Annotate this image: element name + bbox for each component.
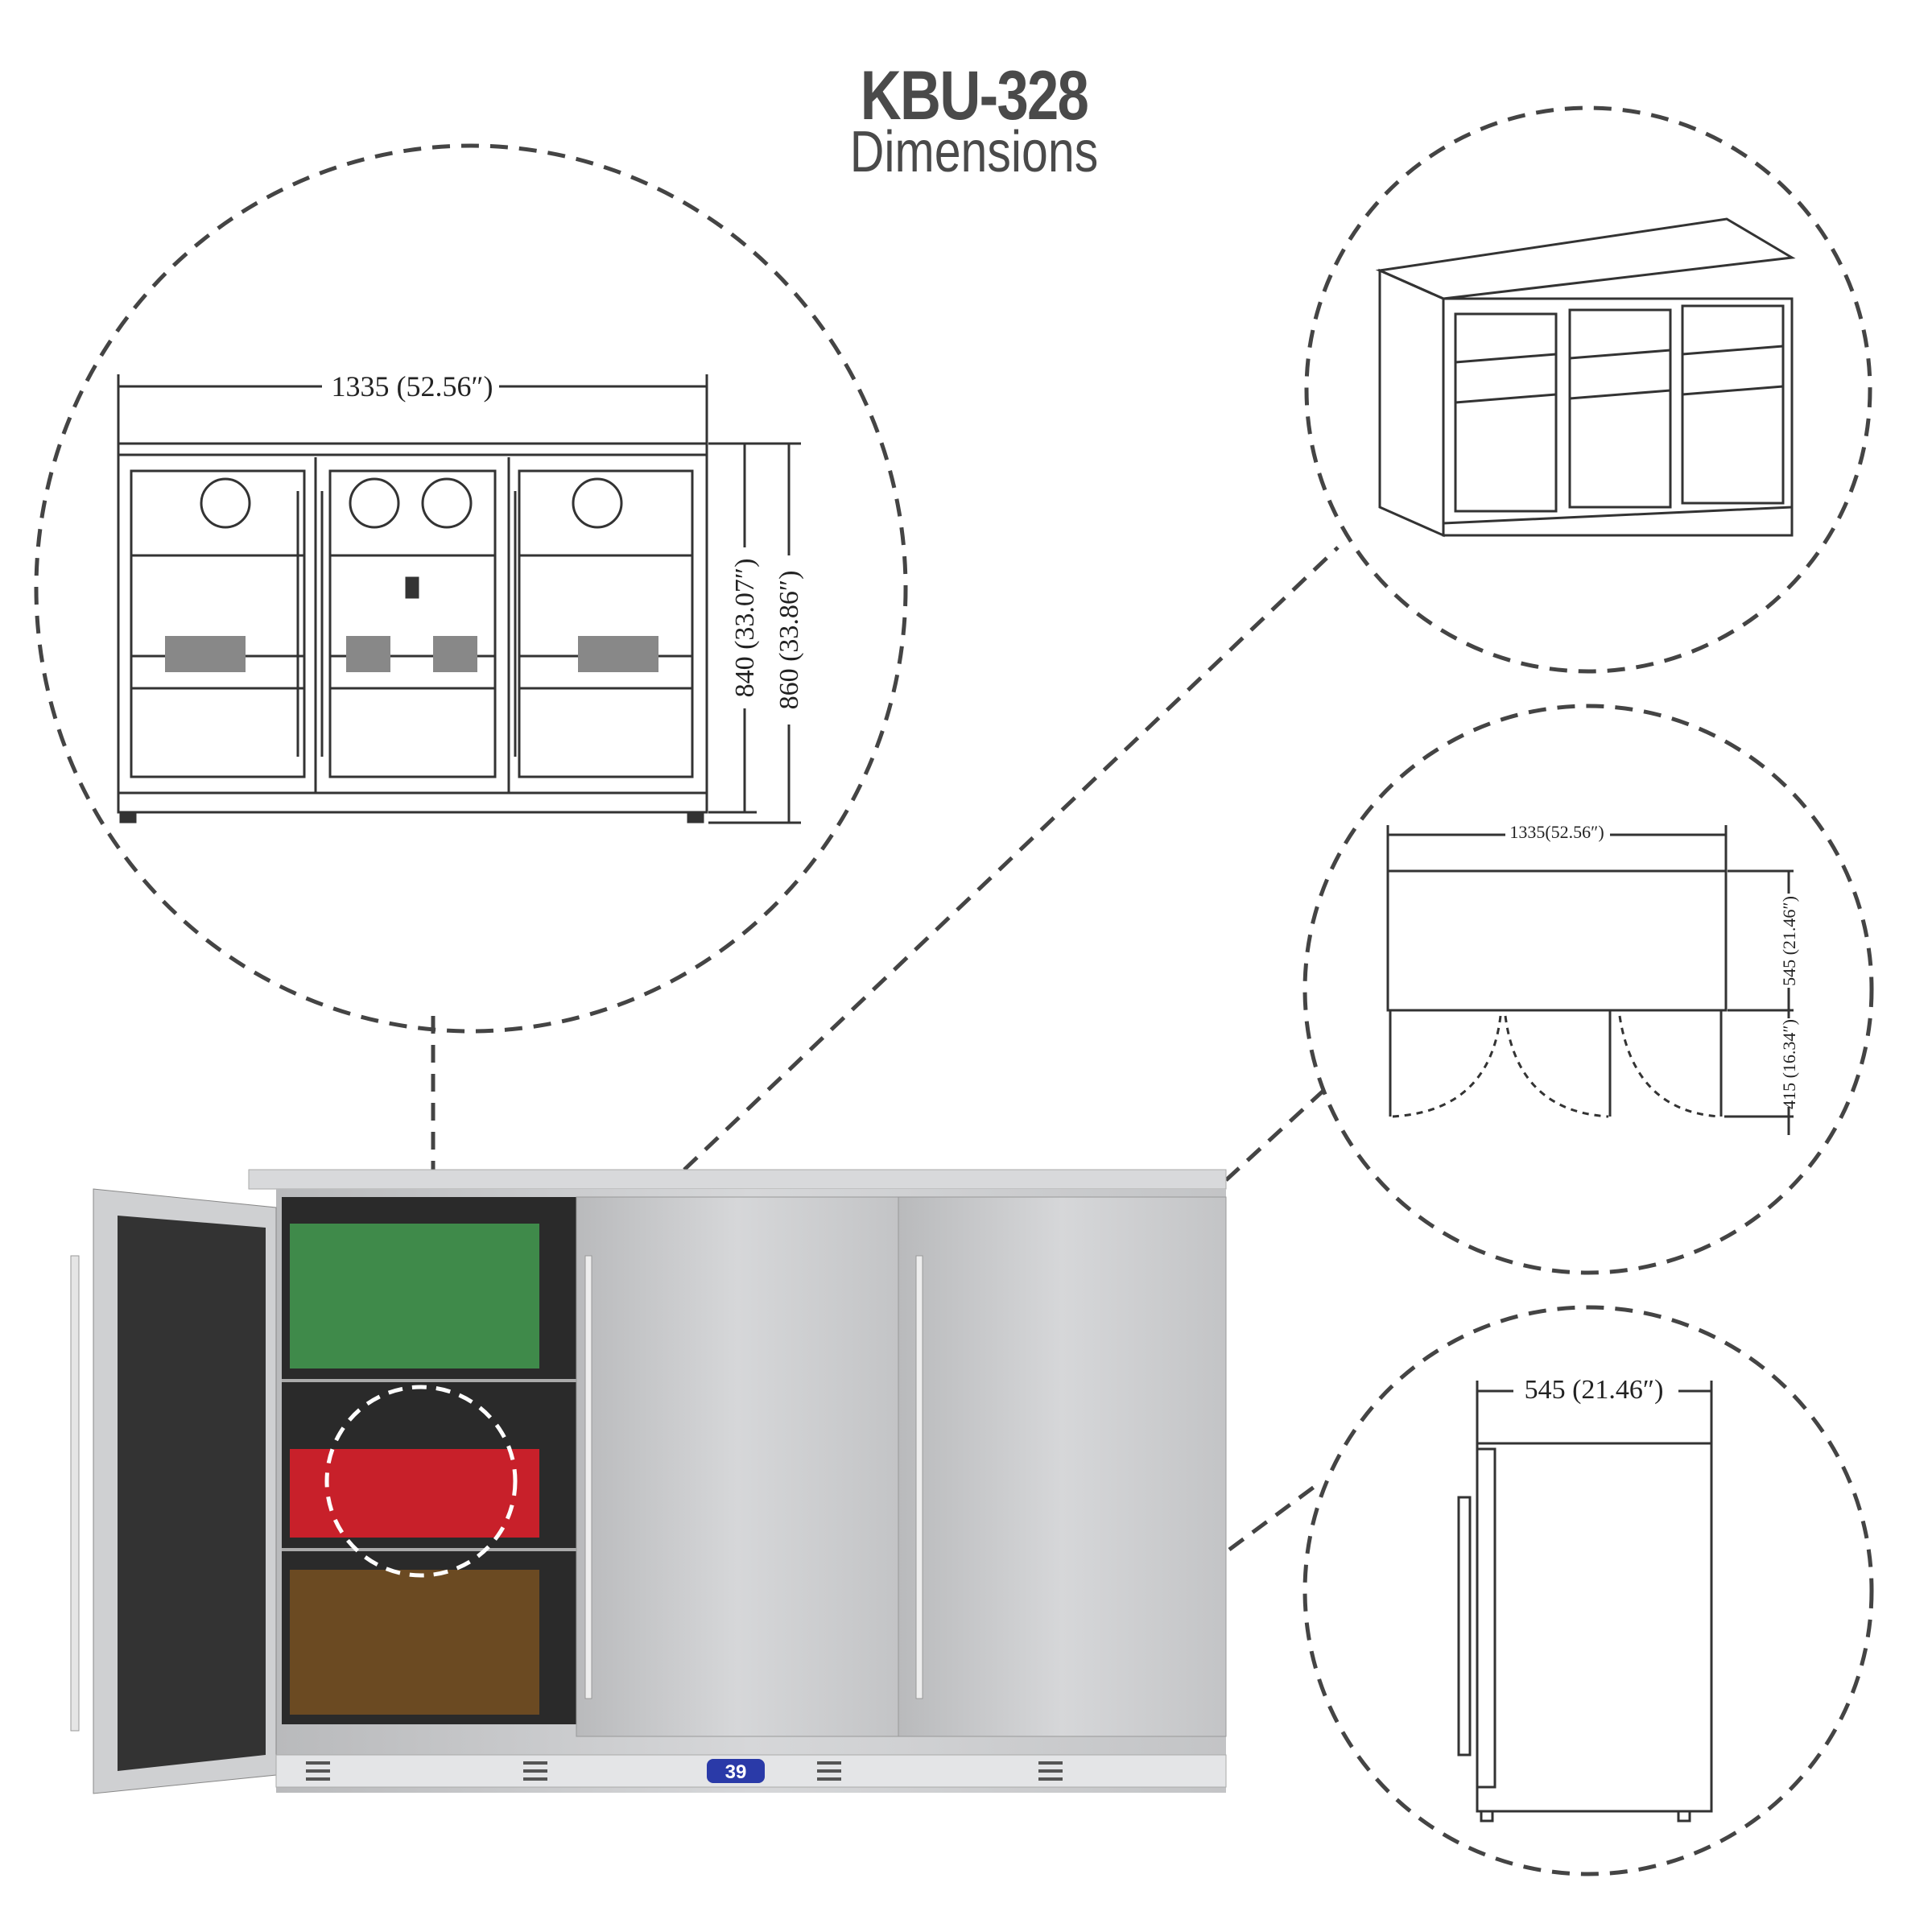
top-depth-label: 545 (21.46″) xyxy=(1779,896,1799,986)
temperature-display: 39 xyxy=(725,1761,747,1783)
subtitle: Dimensions xyxy=(849,120,1099,184)
callout-circle-perspective xyxy=(1304,105,1872,674)
callout-circle-front xyxy=(34,143,908,1034)
top-width-label: 1335(52.56″) xyxy=(1509,822,1604,842)
front-width-label: 1335 (52.56″) xyxy=(332,370,493,402)
perspective-drawing xyxy=(1375,217,1796,538)
callout-circle-side xyxy=(1302,1305,1874,1876)
callout-circle-top xyxy=(1302,704,1874,1275)
door-swing-label: 415 (16.34″) xyxy=(1779,1019,1799,1109)
front-total-height-label: 860 (33.86″) xyxy=(774,571,804,710)
front-view-drawing xyxy=(117,374,801,824)
connector-line xyxy=(683,546,1340,1171)
top-view-drawing xyxy=(1386,825,1794,1135)
connector-line xyxy=(1224,1088,1327,1182)
front-body-height-label: 840 (33.07″) xyxy=(730,559,760,698)
side-depth-label: 545 (21.46″) xyxy=(1525,1375,1664,1405)
side-view-drawing xyxy=(1457,1381,1713,1823)
fridge-photo: 39 xyxy=(70,1169,1227,1794)
model-title: KBU-328 xyxy=(860,57,1089,134)
connector-line xyxy=(1228,1479,1323,1552)
detail-highlight-circle xyxy=(324,1385,518,1578)
beverage-cans xyxy=(290,1224,539,1715)
